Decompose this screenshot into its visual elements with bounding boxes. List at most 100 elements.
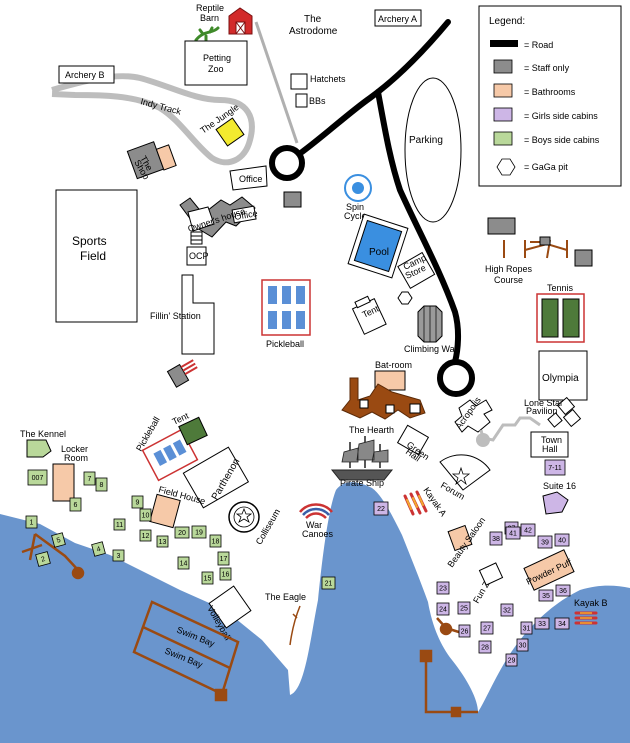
tent-north	[351, 295, 387, 335]
girls-cabin-label: 7-11	[548, 465, 562, 472]
label-lone-star-2: Pavilion	[526, 406, 558, 416]
office-north	[229, 165, 268, 191]
label-parking: Parking	[409, 135, 443, 146]
barn-icon	[228, 7, 253, 35]
label-archery-a: Archery A	[378, 14, 417, 24]
boys-cabin-13: 13	[156, 535, 169, 548]
reptile-icon	[194, 26, 220, 42]
the-kennel	[26, 439, 52, 458]
main-road	[299, 19, 451, 155]
locker-room	[52, 463, 75, 502]
boys-cabin-label: 18	[212, 538, 220, 545]
staff-building-north	[283, 191, 302, 208]
label-astrodome-1: The	[304, 14, 322, 25]
label-locker-room-1: Locker	[61, 444, 88, 454]
girls-cabin-label: 29	[508, 657, 516, 664]
boys-cabin-18: 18	[209, 534, 222, 548]
girls-cabin-30: 30	[516, 638, 529, 652]
girls-cabin-label: 32	[503, 607, 511, 614]
ocp	[186, 246, 207, 266]
label-hatchets: Hatchets	[310, 74, 346, 84]
label-petting-zoo-2: Zoo	[208, 64, 224, 74]
label-petting-zoo-1: Petting	[203, 53, 231, 63]
girls-cabin-38: 38	[489, 531, 503, 546]
legend-gaga: = GaGa pit	[524, 162, 568, 172]
boys-cabin-11: 11	[113, 518, 126, 531]
field-house	[149, 493, 181, 529]
boys-cabin-8: 8	[95, 477, 108, 492]
kayak-a-icon	[403, 490, 428, 516]
girls-cabin-label: 25	[460, 605, 468, 612]
boys-cabin-9: 9	[131, 495, 144, 509]
acropolis	[454, 399, 541, 447]
pickleball-courts	[261, 279, 311, 336]
label-suite16: Suite 16	[543, 481, 576, 491]
road-to-olympia	[375, 89, 461, 365]
hatchets-building	[290, 73, 308, 90]
pool	[347, 213, 409, 279]
boys-cabin-14: 14	[177, 556, 190, 570]
girls-cabin-22: 22	[373, 501, 389, 516]
label-fillin-station: Fillin' Station	[150, 311, 201, 321]
owners-house	[179, 196, 257, 238]
the-jungle	[215, 117, 245, 147]
boys-cabin-15: 15	[201, 571, 214, 585]
archery-a	[374, 9, 422, 27]
girls-cabin-label: 28	[481, 644, 489, 651]
boys-cabin-20: 20	[174, 526, 190, 539]
legend-girls: = Girls side cabins	[524, 111, 598, 121]
legend-title: Legend:	[489, 16, 525, 27]
fun-zone	[478, 562, 504, 586]
colliseum	[228, 501, 260, 533]
boys-cabin-label: 4	[96, 546, 102, 554]
label-astrodome-2: Astrodome	[289, 26, 338, 37]
parthenon	[182, 446, 250, 509]
bat-room	[374, 370, 406, 391]
label-olympia: Olympia	[542, 373, 579, 384]
boys-cabin-label: 1	[30, 519, 34, 526]
lake-water	[0, 482, 630, 743]
boys-cabin-label: 007	[32, 475, 44, 482]
boys-cabin-1: 1	[25, 515, 38, 529]
petting-zoo	[184, 40, 248, 86]
girls-cabin-label: 40	[558, 537, 566, 544]
boys-cabin-2: 2	[35, 551, 51, 567]
ocp-stairs	[190, 231, 203, 245]
label-reptile-barn-2: Barn	[200, 13, 219, 23]
legend-bathrooms: = Bathrooms	[524, 87, 576, 97]
girls-cabin-label: 31	[523, 625, 531, 632]
boys-cabin-5: 5	[51, 532, 66, 548]
kayak-b-icon	[574, 611, 598, 625]
tent-small	[178, 416, 208, 446]
staff-stairs	[166, 359, 198, 388]
the-eagle-zipline	[289, 605, 301, 646]
girls-cabin-label: 26	[461, 628, 469, 635]
boys-cabin-label: 10	[142, 512, 150, 519]
label-kayak-b: Kayak B	[574, 598, 608, 608]
boys-cabin-label: 20	[178, 530, 186, 537]
fillin-station	[181, 274, 215, 355]
girls-cabin-32: 32	[500, 603, 514, 617]
war-canoes	[299, 503, 333, 519]
label-sports-field-1: Sports	[72, 234, 107, 248]
label-spin-cycle-1: Spin	[346, 202, 364, 212]
label-office-2: Office	[234, 208, 259, 222]
girls-cabin-35: 35	[538, 589, 554, 602]
bbs-building	[295, 93, 308, 108]
roundabout-north	[269, 145, 305, 181]
boys-cabin-12: 12	[139, 529, 152, 542]
boys-cabin-label: 14	[180, 560, 188, 567]
pickleball-small	[141, 428, 199, 482]
the-shop	[126, 141, 177, 180]
label-high-ropes-1: High Ropes	[485, 264, 533, 274]
girls-cabin-40: 40	[554, 533, 570, 547]
label-lone-star-1: Lone Star	[524, 398, 563, 408]
girls-cabin-label: 23	[439, 585, 447, 592]
boys-cabin-label: 21	[325, 580, 333, 587]
boys-cabin-label: 7	[88, 476, 92, 483]
label-locker-room-2: Room	[64, 453, 88, 463]
label-climbing-wall: Climbing Wall	[404, 344, 459, 354]
boys-cabin-16: 16	[219, 567, 232, 581]
